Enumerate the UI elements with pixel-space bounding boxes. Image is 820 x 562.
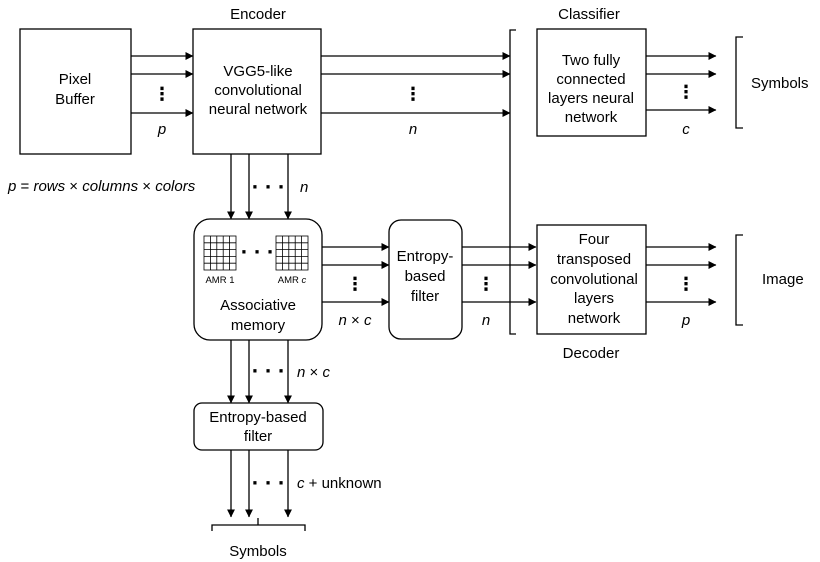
- amr-last-label: AMR c: [278, 275, 307, 286]
- decoder-title: Decoder: [563, 345, 620, 362]
- pixel-buffer-label-line1: Pixel: [59, 71, 92, 88]
- class-count-label: c: [682, 121, 690, 138]
- encoder-block: Encoder VGG5-like convolutional neural n…: [192, 6, 322, 155]
- label-times: ×: [305, 364, 322, 381]
- bottom-output-label: Symbols: [229, 543, 287, 560]
- horizontal-ellipsis: · · ·: [251, 361, 284, 382]
- classifier-label-line1: Two fully: [562, 52, 621, 69]
- amr-last-prefix: AMR: [278, 275, 302, 286]
- formula-equals: =: [16, 178, 33, 195]
- formula-colors: colors: [155, 178, 196, 195]
- entropy-filter-bottom-line1: Entropy-based: [209, 409, 307, 426]
- encoder-down-label: n: [300, 179, 308, 196]
- horizontal-ellipsis: · · ·: [240, 242, 273, 263]
- feature-count-label: n: [409, 121, 417, 138]
- vertical-ellipsis: ⋮: [677, 82, 695, 103]
- symbols-output-bracket: [735, 36, 743, 129]
- encoder-title: Encoder: [230, 6, 286, 23]
- vertical-ellipsis: ⋮: [477, 274, 495, 295]
- classifier-title: Classifier: [558, 6, 620, 23]
- label-n: n: [339, 312, 347, 329]
- vertical-ellipsis: ⋮: [153, 84, 171, 105]
- amr-grid-frame: [203, 235, 237, 271]
- encoder-to-classifier-arrows: ⋮ n: [321, 52, 511, 138]
- entropy-filter-right-box: [388, 219, 463, 340]
- decoder-label-line2: transposed: [557, 251, 631, 268]
- encoder-label-line1: VGG5-like: [223, 63, 292, 80]
- decoder-block: Four transposed convolutional layers net…: [536, 224, 647, 362]
- pixel-buffer-label-line2: Buffer: [55, 91, 95, 108]
- entropy-filter-right-line1: Entropy-: [397, 248, 454, 265]
- memory-down-label: n × c: [297, 364, 330, 381]
- decoder-output-label: Image: [762, 271, 804, 288]
- filter-output-label: n: [482, 312, 490, 329]
- decoder-label-line4: layers: [574, 290, 614, 307]
- vertical-ellipsis: ⋮: [346, 274, 364, 295]
- image-output-bracket: [735, 234, 743, 326]
- decoder-output-arrows: ⋮ p Image: [646, 234, 804, 329]
- bottom-filter-output-arrows: · · · c + unknown Symbols: [211, 450, 382, 560]
- formula-times: ×: [138, 178, 155, 195]
- classifier-output-label: Symbols: [751, 75, 809, 92]
- vertical-ellipsis: ⋮: [677, 274, 695, 295]
- encoder-to-memory-arrows: · · · n: [227, 154, 308, 220]
- amr-grid-cells: [204, 236, 236, 270]
- encoder-box: [192, 28, 322, 155]
- formula-times: ×: [65, 178, 82, 195]
- classifier-block: Classifier Two fully connected layers ne…: [536, 6, 647, 137]
- entropy-filter-bottom-block: Entropy-based filter: [193, 402, 324, 451]
- entropy-filter-bottom-line2: filter: [244, 428, 272, 445]
- classifier-label-line3: layers neural: [548, 90, 634, 107]
- amr-grid-last: [275, 235, 309, 271]
- classifier-label-line4: network: [565, 109, 618, 126]
- pixel-buffer-block: Pixel Buffer: [19, 28, 132, 155]
- image-size-label: p: [681, 312, 690, 329]
- associative-memory-label-line2: memory: [231, 317, 286, 334]
- formula-columns: columns: [82, 178, 138, 195]
- pixel-buffer-box: [19, 28, 132, 155]
- label-n: n: [297, 364, 305, 381]
- decoder-label-line3: convolutional: [550, 271, 638, 288]
- bottom-filter-output-label: c + unknown: [297, 475, 382, 492]
- memory-to-filter-arrows: ⋮ n × c: [322, 243, 390, 329]
- entropy-filter-bottom-box: [193, 402, 324, 451]
- amr-first-label: AMR 1: [205, 275, 234, 286]
- label-unknown: + unknown: [305, 475, 382, 492]
- associative-memory-label-line1: Associative: [220, 297, 296, 314]
- memory-output-label: n × c: [339, 312, 372, 329]
- memory-to-bottom-filter-arrows: · · · n × c: [227, 340, 330, 404]
- encoder-label-line2: convolutional: [214, 82, 302, 99]
- horizontal-ellipsis: · · ·: [251, 177, 284, 198]
- input-bracket: [509, 29, 516, 335]
- classifier-box: [536, 28, 647, 137]
- pixel-to-encoder-arrows: ⋮ p: [131, 52, 194, 138]
- symbols-output-bracket: [211, 518, 306, 531]
- label-c: c: [364, 312, 372, 329]
- amr-grid-first: [203, 235, 237, 271]
- filter-to-decoder-arrows: ⋮ n: [462, 243, 537, 329]
- entropy-filter-right-line2: based: [405, 268, 446, 285]
- horizontal-ellipsis: · · ·: [251, 473, 284, 494]
- amr-grid-cells: [276, 236, 308, 270]
- amr-grid-frame: [275, 235, 309, 271]
- decoder-label-line1: Four: [579, 231, 610, 248]
- decoder-label-line5: network: [568, 310, 621, 327]
- pixel-count-formula: p = rows × columns × colors: [7, 178, 196, 195]
- formula-p: p: [7, 178, 16, 195]
- decoder-box: [536, 224, 647, 335]
- entropy-filter-right-block: Entropy- based filter: [388, 219, 463, 340]
- encoder-label-line3: neural network: [209, 101, 308, 118]
- label-times: ×: [347, 312, 364, 329]
- label-c: c: [322, 364, 330, 381]
- label-c: c: [297, 475, 305, 492]
- formula-rows: rows: [33, 178, 65, 195]
- amr-last-suffix: c: [302, 275, 307, 286]
- vertical-ellipsis: ⋮: [404, 84, 422, 105]
- classifier-label-line2: connected: [556, 71, 625, 88]
- associative-memory-block: · · · AMR 1 AMR c Associative memory: [193, 218, 323, 341]
- classifier-output-arrows: ⋮ c Symbols: [646, 36, 809, 138]
- entropy-filter-right-line3: filter: [411, 288, 439, 305]
- pixel-count-label: p: [157, 121, 166, 138]
